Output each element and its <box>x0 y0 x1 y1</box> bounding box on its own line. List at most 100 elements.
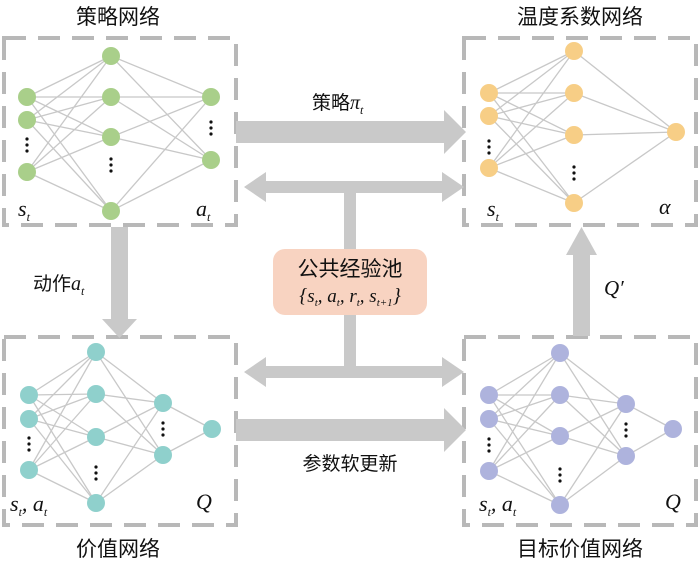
ellipsis-dot <box>572 171 576 175</box>
connection-edge <box>559 352 627 405</box>
connection-edge <box>28 351 97 396</box>
replay-pool: 公共经验池 {st, at, rt, st+1} <box>273 249 427 315</box>
connection-edge <box>488 134 575 169</box>
connection-edge <box>162 428 213 456</box>
connection-edge <box>110 96 212 138</box>
replay-pool-box <box>273 249 427 315</box>
ellipsis-dot <box>487 151 491 155</box>
neuron-node <box>565 84 583 102</box>
connection-edge <box>95 351 164 456</box>
neuron-node <box>480 159 498 177</box>
ellipsis-dot <box>209 120 213 124</box>
neuron-node <box>664 420 682 438</box>
replay-pool-tuple: {st, at, rt, st+1} <box>299 285 400 309</box>
connection-edge <box>573 131 677 204</box>
svg-text:st, at: st, at <box>479 491 517 519</box>
connection-edge <box>488 92 575 169</box>
connection-edge <box>488 115 575 136</box>
ellipsis-dot <box>109 163 113 167</box>
connection-edge <box>625 428 674 457</box>
connection-edge <box>110 96 212 161</box>
connection-edge <box>488 435 561 472</box>
connection-edge <box>26 171 112 212</box>
connection-edge <box>95 351 164 404</box>
ellipsis-dot <box>624 428 628 432</box>
connection-edge <box>28 351 97 471</box>
ellipsis-dot <box>624 422 628 426</box>
connection-edge <box>110 159 212 212</box>
connection-edge <box>95 454 164 504</box>
connection-edge <box>95 402 164 438</box>
ellipsis-dot <box>25 143 29 147</box>
ellipsis-dot <box>487 145 491 149</box>
neuron-node <box>667 123 685 141</box>
connection-edge <box>28 393 97 471</box>
ellipsis-dot <box>209 132 213 136</box>
ellipsis-dot <box>25 137 29 141</box>
connection-edge <box>488 394 561 472</box>
connection-edge <box>110 55 212 98</box>
neuron-node <box>18 163 36 181</box>
ellipsis-dot <box>161 433 165 437</box>
connection-edge <box>488 418 561 506</box>
connection-edge <box>26 55 112 98</box>
temperature-network-box <box>462 36 698 227</box>
ellipsis-dot <box>27 436 31 440</box>
connection-edge <box>488 352 561 396</box>
svg-text:策略πt: 策略πt <box>312 92 364 117</box>
neuron-node <box>565 194 583 212</box>
connection-edge <box>488 418 561 437</box>
connection-edge <box>573 92 677 133</box>
ellipsis-dot <box>94 477 98 481</box>
neuron-node <box>551 427 569 445</box>
connection-edge <box>559 435 627 457</box>
connection-edge <box>559 403 627 437</box>
neuron-node <box>87 343 105 361</box>
connection-edge <box>573 131 677 136</box>
svg-text:st, at: st, at <box>10 491 48 519</box>
connection-edge <box>559 403 627 506</box>
connection-edge <box>26 119 112 212</box>
neuron-node <box>480 410 498 428</box>
connection-edge <box>162 402 213 430</box>
svg-text:动作at: 动作at <box>33 273 85 298</box>
connection-edge <box>26 96 112 138</box>
connection-edge <box>28 418 97 438</box>
value-input-label: st, at <box>10 491 48 519</box>
connection-edge <box>95 393 164 404</box>
connection-edge <box>488 92 575 117</box>
connection-edge <box>488 470 561 506</box>
connection-edge <box>110 96 212 212</box>
connection-edge <box>559 394 627 457</box>
policy-network-title: 策略网络 <box>76 5 160 29</box>
ellipsis-dot <box>558 473 562 477</box>
connection-edge <box>28 393 97 420</box>
ellipsis-dot <box>94 465 98 469</box>
q-prime-label: Q′ <box>604 276 624 300</box>
neuron-node <box>87 385 105 403</box>
connection-edge <box>26 136 112 173</box>
temperature-output-label: α <box>659 194 671 219</box>
connection-edge <box>488 50 575 169</box>
ellipsis-dot <box>487 443 491 447</box>
ellipsis-dot <box>558 479 562 483</box>
connection-edge <box>488 50 575 94</box>
connection-edge <box>559 352 627 457</box>
neuron-node <box>202 88 220 106</box>
neuron-node <box>20 461 38 479</box>
connection-edge <box>488 50 575 117</box>
connection-edge <box>28 418 97 504</box>
policy-pi-arrow <box>236 110 466 154</box>
ellipsis-dot <box>558 467 562 471</box>
connection-edge <box>26 55 112 121</box>
policy-output-label: at <box>196 196 211 224</box>
connection-edge <box>28 351 97 420</box>
target-value-network-title: 目标价值网络 <box>517 537 643 561</box>
neuron-node <box>617 395 635 413</box>
neuron-node <box>87 428 105 446</box>
ellipsis-dot <box>487 437 491 441</box>
ellipsis-dot <box>161 427 165 431</box>
edges <box>488 50 677 204</box>
neuron-node <box>480 84 498 102</box>
